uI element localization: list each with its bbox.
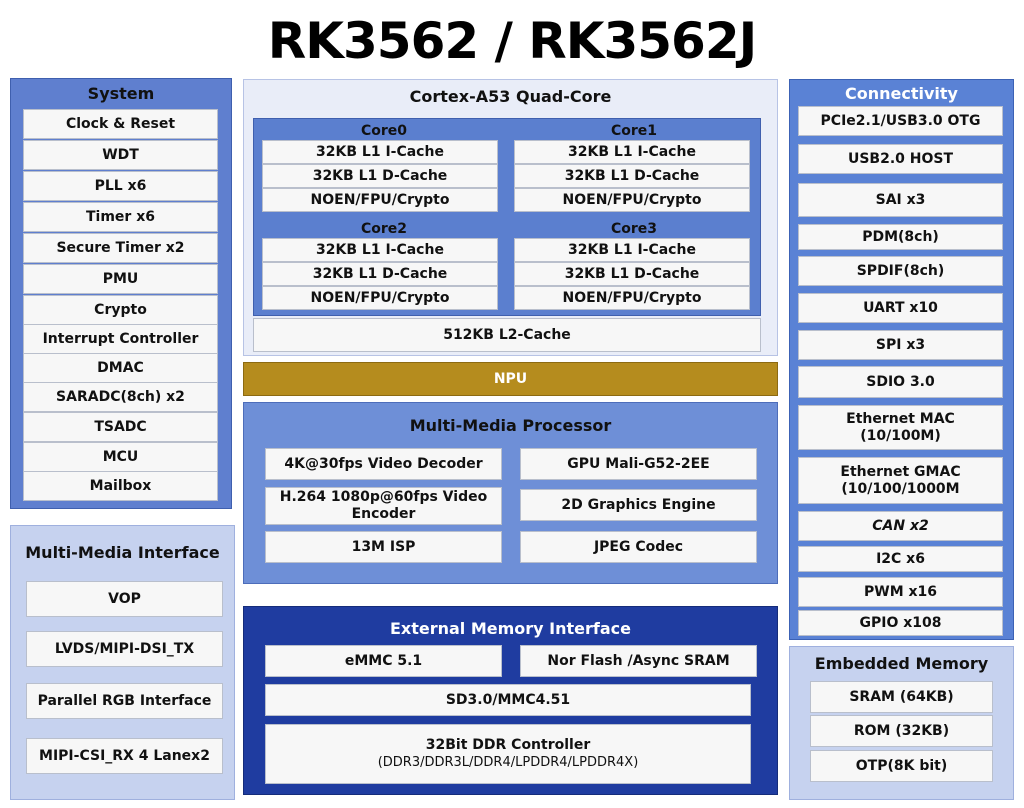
mmp-item: H.264 1080p@60fps Video Encoder [265,487,502,525]
core-title: Core1 [610,123,658,139]
connectivity-item: GPIO x108 [798,610,1003,636]
system-item: Timer x6 [23,202,218,232]
system-item: Interrupt Controller [23,324,218,354]
system-item: DMAC [23,353,218,383]
cpu-panel: Cortex-A53 Quad-Core Core0 32KB L1 I-Cac… [243,79,778,356]
system-item: MCU [23,442,218,472]
mm-interface-panel: Multi-Media Interface VOP LVDS/MIPI-DSI_… [10,525,235,800]
system-item: Mailbox [23,471,218,501]
core-title: Core3 [610,221,658,237]
system-item: TSADC [23,412,218,442]
mmp-item: GPU Mali-G52-2EE [520,448,757,480]
core-title: Core0 [360,123,408,139]
embedded-memory-panel: Embedded Memory SRAM (64KB) ROM (32KB) O… [789,646,1014,800]
core-cache: 32KB L1 I-Cache [262,140,498,164]
system-title: System [87,83,155,103]
system-item: WDT [23,140,218,170]
connectivity-title: Connectivity [845,83,958,103]
core-title: Core2 [360,221,408,237]
system-item: PMU [23,264,218,294]
mmp-item: 2D Graphics Engine [520,489,757,521]
connectivity-item: SPI x3 [798,330,1003,360]
connectivity-item: UART x10 [798,293,1003,323]
connectivity-item: PDM(8ch) [798,224,1003,250]
core-cache: NOEN/FPU/Crypto [514,286,750,310]
page-title: RK3562 / RK3562J [267,12,758,70]
mm-interface-item: VOP [26,581,223,617]
embedded-memory-title: Embedded Memory [814,653,989,673]
ddr-types: (DDR3/DDR3L/DDR4/LPDDR4/LPDDR4X) [377,755,639,770]
cores-block: Core0 32KB L1 I-Cache 32KB L1 D-Cache NO… [253,118,761,316]
connectivity-item: SDIO 3.0 [798,366,1003,398]
nor-flash-box: Nor Flash /Async SRAM [520,645,757,677]
system-item: Clock & Reset [23,109,218,139]
embedded-memory-item: SRAM (64KB) [810,681,993,713]
mm-interface-item: MIPI-CSI_RX 4 Lanex2 [26,738,223,774]
embedded-memory-item: OTP(8K bit) [810,750,993,782]
core-cache: 32KB L1 D-Cache [262,262,498,286]
npu-bar: NPU [243,362,778,396]
core-cache: 32KB L1 D-Cache [514,262,750,286]
core-cache: 32KB L1 I-Cache [514,140,750,164]
emi-panel: External Memory Interface eMMC 5.1 Nor F… [243,606,778,795]
core-cache: 32KB L1 I-Cache [262,238,498,262]
core-cache: NOEN/FPU/Crypto [262,188,498,212]
system-item: PLL x6 [23,171,218,201]
mmp-item: 13M ISP [265,531,502,563]
ddr-title: 32Bit DDR Controller [425,737,591,753]
system-item: Crypto [23,295,218,325]
connectivity-item: USB2.0 HOST [798,144,1003,174]
core-cache: 32KB L1 D-Cache [514,164,750,188]
mm-interface-item: LVDS/MIPI-DSI_TX [26,631,223,667]
core-cache: 32KB L1 D-Cache [262,164,498,188]
sd-mmc-box: SD3.0/MMC4.51 [265,684,751,716]
core-cache: 32KB L1 I-Cache [514,238,750,262]
l2-cache: 512KB L2-Cache [253,318,761,352]
cpu-title: Cortex-A53 Quad-Core [409,86,612,106]
connectivity-item: CAN x2 [798,511,1003,541]
connectivity-item: SPDIF(8ch) [798,256,1003,286]
system-item: Secure Timer x2 [23,233,218,263]
core-cache: NOEN/FPU/Crypto [262,286,498,310]
connectivity-item: PCIe2.1/USB3.0 OTG [798,106,1003,136]
connectivity-item: I2C x6 [798,546,1003,572]
mm-interface-item: Parallel RGB Interface [26,683,223,719]
mmp-item: JPEG Codec [520,531,757,563]
ddr-controller-box: 32Bit DDR Controller (DDR3/DDR3L/DDR4/LP… [265,724,751,784]
mmp-item: 4K@30fps Video Decoder [265,448,502,480]
connectivity-item: SAI x3 [798,183,1003,217]
connectivity-item: Ethernet MAC (10/100M) [798,405,1003,450]
embedded-memory-item: ROM (32KB) [810,715,993,747]
connectivity-item: PWM x16 [798,577,1003,607]
system-panel: System Clock & Reset WDT PLL x6 Timer x6… [10,78,232,509]
emmc-box: eMMC 5.1 [265,645,502,677]
system-item: SARADC(8ch) x2 [23,382,218,412]
mmp-panel: Multi-Media Processor 4K@30fps Video Dec… [243,402,778,584]
connectivity-item: Ethernet GMAC (10/100/1000M [798,457,1003,504]
emi-title: External Memory Interface [389,618,632,638]
mm-interface-title: Multi-Media Interface [25,542,220,562]
connectivity-panel: Connectivity PCIe2.1/USB3.0 OTG USB2.0 H… [789,79,1014,640]
mmp-title: Multi-Media Processor [409,415,612,435]
core-cache: NOEN/FPU/Crypto [514,188,750,212]
